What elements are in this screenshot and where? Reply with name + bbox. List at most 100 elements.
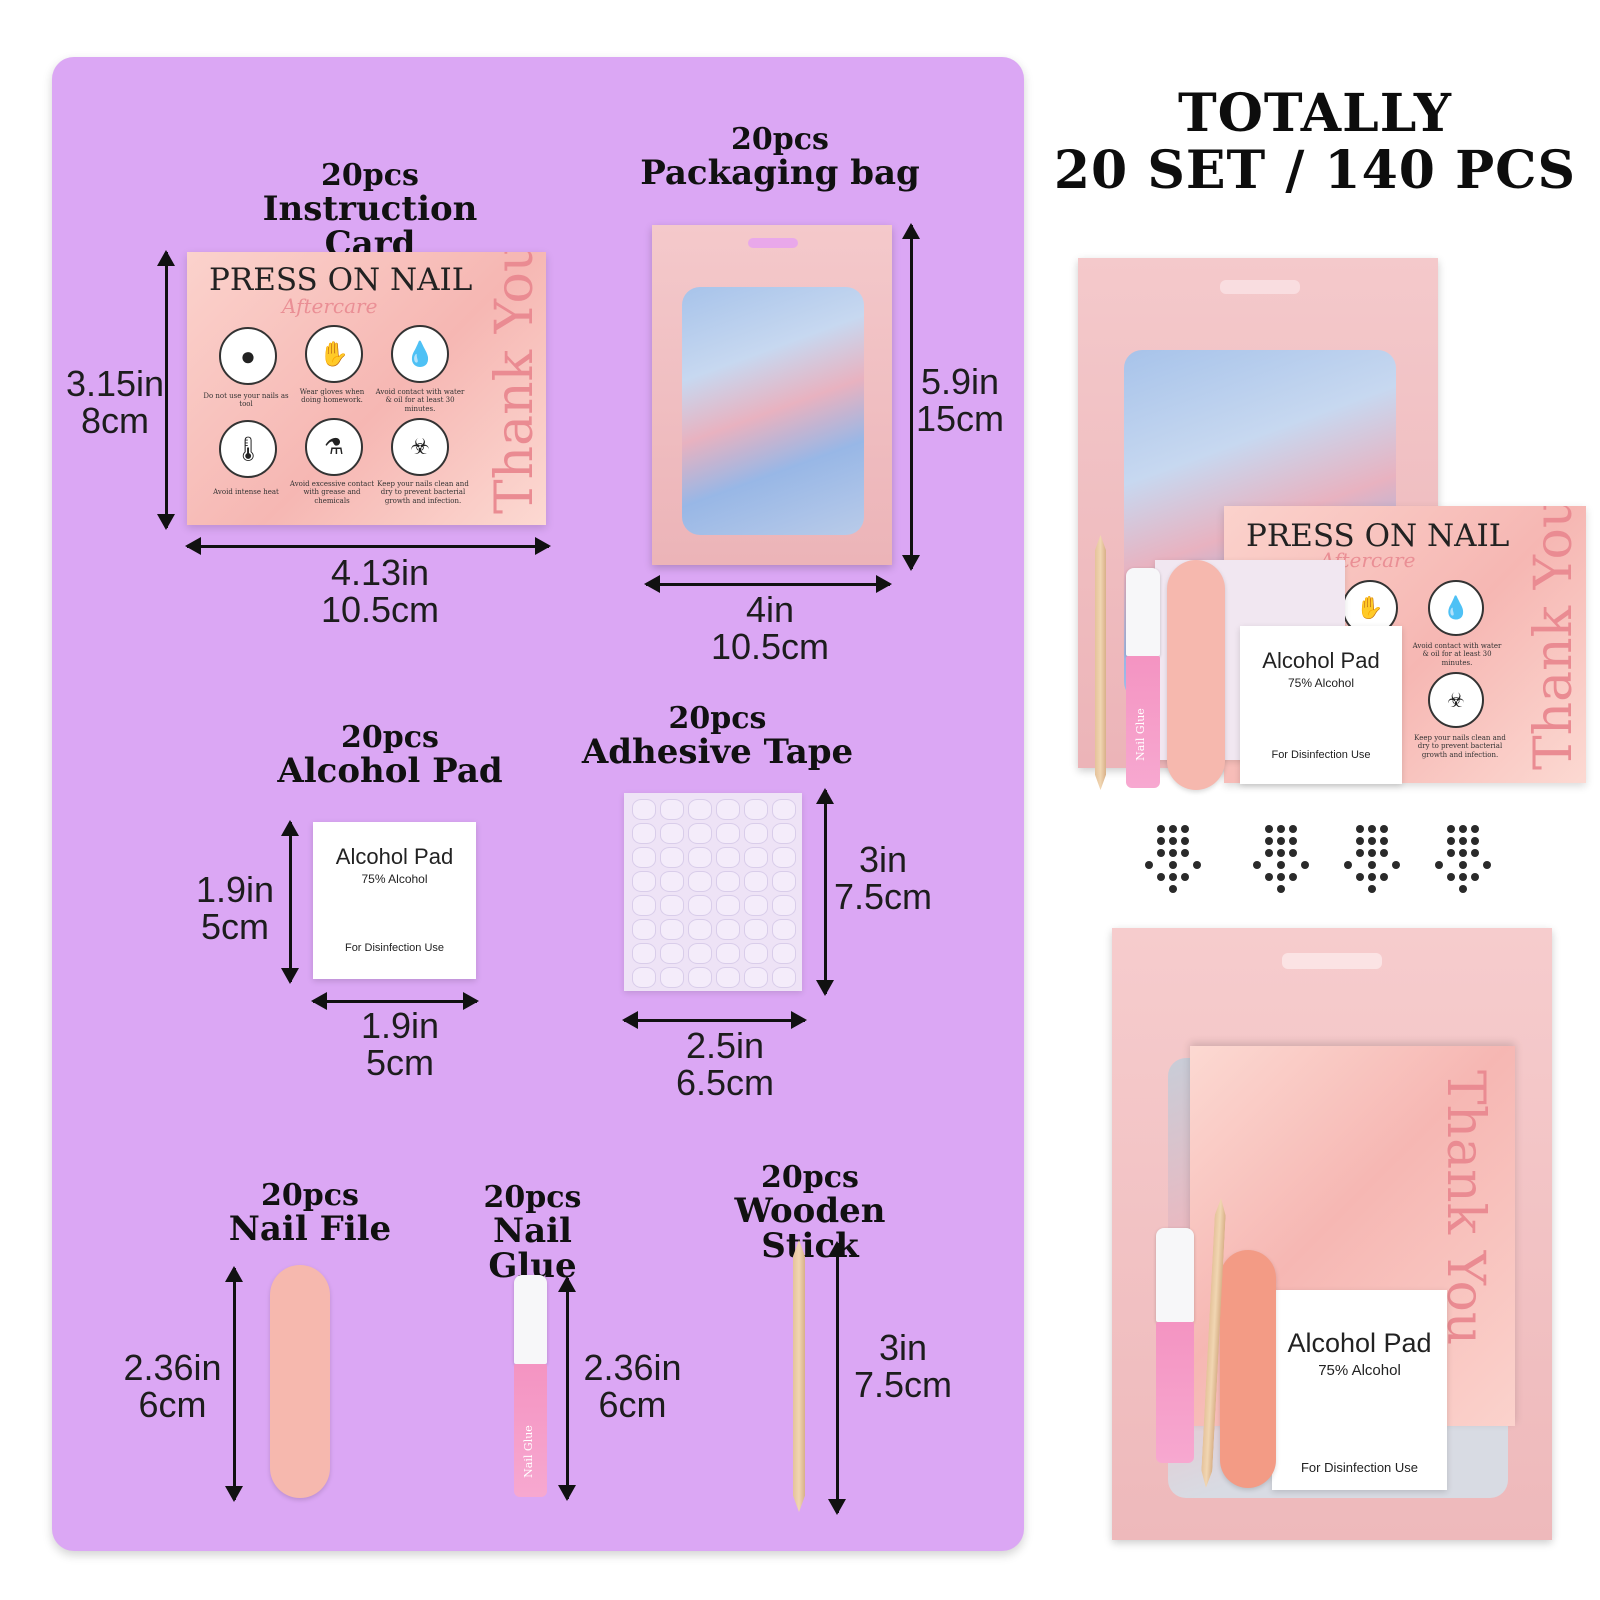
packaging-bag-image bbox=[652, 225, 892, 565]
adhesive-tape-width-label: 2.5in 6.5cm bbox=[660, 1025, 790, 1101]
arrow-dot bbox=[1356, 825, 1364, 833]
adhesive-tape-height-in: 3in bbox=[858, 839, 908, 880]
glue-bottle-label: Nail Glue bbox=[521, 1425, 535, 1478]
arrow-dot bbox=[1447, 849, 1455, 857]
alcohol-pad-height-arrow bbox=[281, 820, 299, 984]
bag-window bbox=[682, 287, 864, 535]
arrow-dot bbox=[1392, 861, 1400, 869]
arrow-dot bbox=[1157, 825, 1165, 833]
packaging-bag-title: 20pcs Packaging bag bbox=[625, 124, 935, 191]
tape-sticker bbox=[716, 967, 740, 988]
nail-file-height-in: 2.36in bbox=[123, 1347, 222, 1388]
set-card-heading: PRESS ON NAIL bbox=[1246, 518, 1510, 554]
tape-sticker bbox=[632, 799, 656, 820]
arrow-dot bbox=[1483, 861, 1491, 869]
set-pad-image: Alcohol Pad 75% Alcohol For Disinfection… bbox=[1240, 626, 1402, 784]
instruction-card-count: 20pcs bbox=[321, 158, 419, 193]
pad-percent: 75% Alcohol bbox=[361, 872, 428, 886]
arrow-dot bbox=[1471, 825, 1479, 833]
arrow-dot bbox=[1277, 837, 1285, 845]
arrow-dot bbox=[1277, 849, 1285, 857]
arrow-dot bbox=[1344, 861, 1352, 869]
nail-file-title: 20pcs Nail File bbox=[220, 1180, 400, 1247]
alcohol-pad-height-label: 1.9in 5cm bbox=[185, 871, 285, 945]
arrow-dot bbox=[1157, 837, 1165, 845]
adhesive-tape-width-in: 2.5in bbox=[685, 1025, 765, 1066]
water-drop-icon: 💧 bbox=[391, 325, 449, 383]
tape-sticker bbox=[772, 799, 796, 820]
tape-sticker bbox=[660, 799, 684, 820]
arrow-dot bbox=[1169, 837, 1177, 845]
arrow-dot bbox=[1380, 873, 1388, 881]
alcohol-pad-width-cm: 5cm bbox=[365, 1041, 434, 1083]
arrow-dot bbox=[1459, 885, 1467, 893]
packaging-bag-name: Packaging bag bbox=[640, 152, 920, 193]
tape-sticker bbox=[772, 871, 796, 892]
tape-sticker bbox=[688, 847, 712, 868]
arrow-dot bbox=[1169, 873, 1177, 881]
packed-glue-bottle bbox=[1156, 1322, 1194, 1463]
tape-sticker bbox=[744, 823, 768, 844]
instruction-card-width-arrow bbox=[185, 537, 551, 555]
set-water-drop-icon: 💧 bbox=[1428, 580, 1484, 636]
pad-use: For Disinfection Use bbox=[344, 942, 445, 954]
arrow-dot bbox=[1157, 873, 1165, 881]
tape-sticker bbox=[660, 895, 684, 916]
arrow-dot bbox=[1157, 849, 1165, 857]
tape-sticker bbox=[688, 943, 712, 964]
tape-sticker bbox=[660, 919, 684, 940]
adhesive-tape-height-arrow bbox=[816, 788, 834, 996]
tip-1: Do not use your nails as tool bbox=[203, 392, 289, 409]
arrow-dot bbox=[1447, 825, 1455, 833]
nail-glue-height-arrow bbox=[558, 1276, 576, 1501]
nail-file-height-label: 2.36in 6cm bbox=[115, 1347, 230, 1423]
packed-pad-percent: 75% Alcohol bbox=[1318, 1362, 1401, 1379]
hand-wash-icon: ☣ bbox=[391, 418, 449, 476]
tape-sticker bbox=[688, 871, 712, 892]
tip-5: Avoid excessive contact with grease and … bbox=[289, 480, 375, 505]
adhesive-tape-image bbox=[624, 793, 802, 991]
tape-sticker bbox=[772, 847, 796, 868]
tape-sticker bbox=[744, 895, 768, 916]
arrow-dot bbox=[1380, 825, 1388, 833]
adhesive-tape-count: 20pcs bbox=[668, 701, 767, 736]
arrow-dot bbox=[1169, 825, 1177, 833]
tape-sticker bbox=[660, 967, 684, 988]
nail-glue-height-cm: 6cm bbox=[598, 1383, 667, 1425]
down-arrow-icon-3 bbox=[1344, 825, 1408, 897]
tape-sticker bbox=[772, 895, 796, 916]
card-thank-you: Thank You bbox=[485, 252, 545, 514]
tape-sticker bbox=[744, 919, 768, 940]
arrow-dot bbox=[1181, 825, 1189, 833]
arrow-dot bbox=[1447, 873, 1455, 881]
tip-6: Keep your nails clean and dry to prevent… bbox=[377, 480, 469, 505]
arrow-dot bbox=[1289, 849, 1297, 857]
nail-glue-image: Nail Glue bbox=[514, 1275, 547, 1497]
adhesive-tape-height-label: 3in 7.5cm bbox=[828, 839, 938, 917]
wooden-stick-count: 20pcs bbox=[761, 1160, 859, 1195]
bag-hang-hole bbox=[748, 238, 798, 248]
tape-sticker bbox=[632, 823, 656, 844]
arrow-dot bbox=[1301, 861, 1309, 869]
arrow-dot bbox=[1368, 861, 1376, 869]
instruction-card-height-arrow bbox=[157, 250, 175, 530]
set-glue-label: Nail Glue bbox=[1133, 708, 1147, 761]
adhesive-tape-height-cm: 7.5cm bbox=[833, 875, 933, 917]
arrow-dot bbox=[1289, 873, 1297, 881]
pad-title: Alcohol Pad bbox=[335, 844, 454, 869]
adhesive-tape-title: 20pcs Adhesive Tape bbox=[570, 703, 865, 770]
arrow-dot bbox=[1368, 837, 1376, 845]
arrow-dot bbox=[1380, 849, 1388, 857]
tape-sticker bbox=[744, 799, 768, 820]
tape-sticker bbox=[716, 871, 740, 892]
tape-sticker bbox=[632, 967, 656, 988]
packaging-bag-height-cm: 15cm bbox=[915, 397, 1005, 439]
alcohol-pad-image: Alcohol Pad 75% Alcohol For Disinfection… bbox=[313, 822, 476, 979]
gloves-icon: ✋ bbox=[305, 325, 363, 383]
wooden-stick-height-label: 3in 7.5cm bbox=[848, 1329, 958, 1403]
tape-sticker bbox=[744, 871, 768, 892]
glue-cap bbox=[514, 1275, 547, 1364]
tape-sticker bbox=[688, 895, 712, 916]
arrow-dot bbox=[1368, 873, 1376, 881]
nail-file-name: Nail File bbox=[228, 1208, 392, 1249]
